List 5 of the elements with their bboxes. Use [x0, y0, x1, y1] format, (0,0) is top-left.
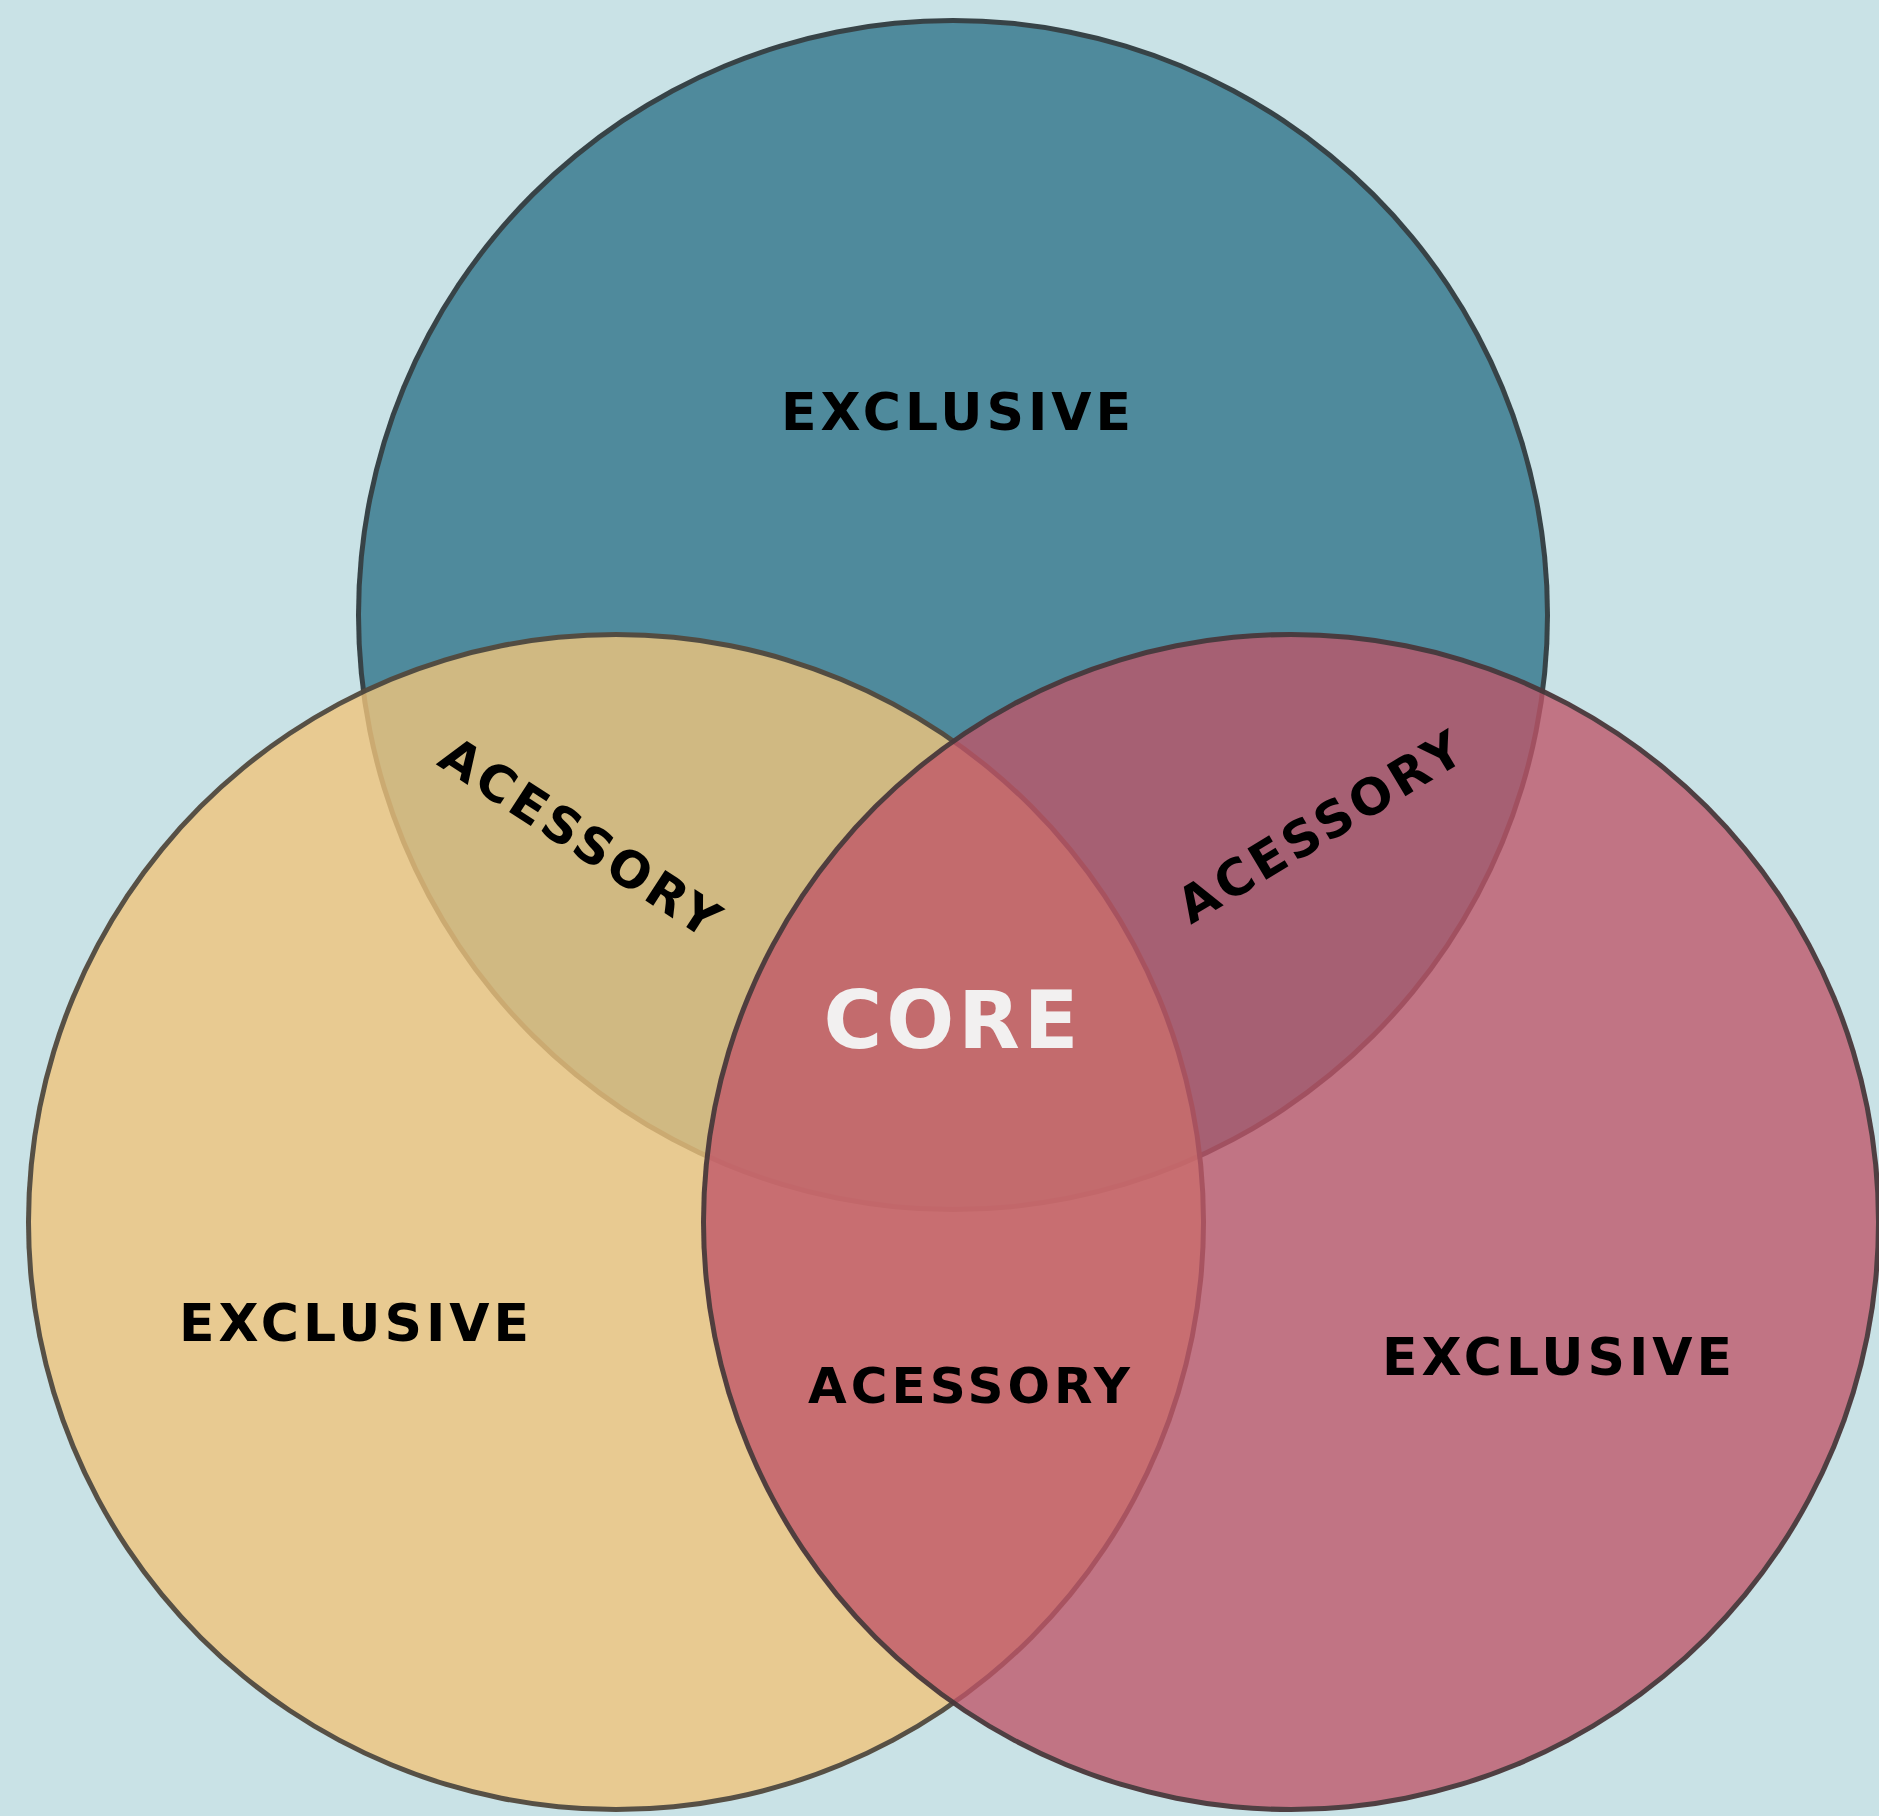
circle-label: EXCLUSIVE — [781, 381, 1135, 444]
circle-label: EXCLUSIVE — [1382, 1326, 1736, 1389]
overlap-label: ACESSORY — [808, 1355, 1134, 1417]
circle-label: EXCLUSIVE — [179, 1292, 533, 1355]
core-label: CORE — [823, 973, 1083, 1069]
